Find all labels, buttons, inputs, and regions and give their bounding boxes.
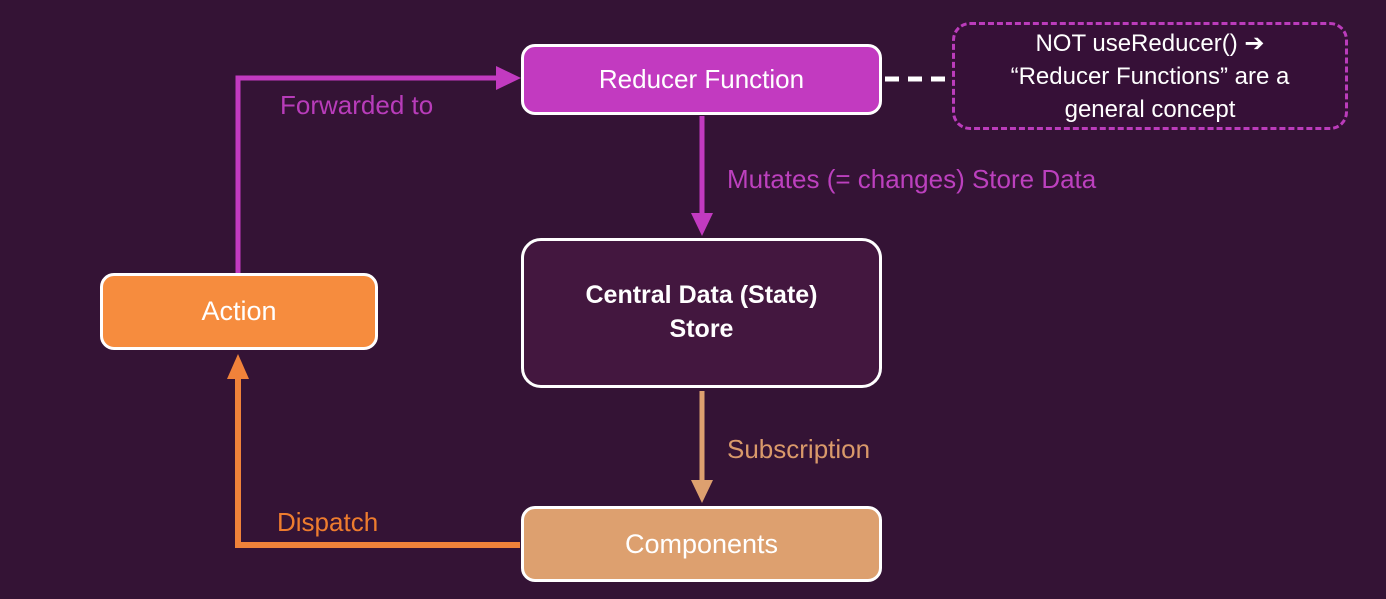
components-label: Components: [624, 528, 779, 559]
action-node: Action: [100, 273, 378, 350]
action-label: Action: [201, 296, 277, 326]
central-data-store-label: Central Data (State) Store: [585, 281, 818, 343]
central-data-store-node: Central Data (State) Store: [521, 238, 882, 388]
mutates-store-data-label: Mutates (= changes) Store Data: [727, 164, 1097, 194]
dispatch-arrowhead: [227, 354, 249, 379]
components-node: Components: [521, 506, 882, 582]
forwarded-to-arrowhead: [496, 66, 521, 90]
mutates-arrowhead: [691, 213, 713, 236]
annotation-line-2: “Reducer Functions” are a: [1010, 62, 1290, 90]
not-usereducer-annotation: NOT useReducer() ➔ “Reducer Functions” a…: [952, 22, 1348, 130]
annotation-line-1: NOT useReducer() ➔: [1035, 29, 1265, 57]
forwarded-to-label: Forwarded to: [280, 90, 434, 120]
reducer-function-label: Reducer Function: [598, 64, 805, 94]
reducer-function-node: Reducer Function: [521, 44, 882, 115]
subscription-label: Subscription: [727, 434, 871, 464]
annotation-line-3: general concept: [1064, 95, 1236, 123]
subscription-arrowhead: [691, 480, 713, 503]
dispatch-label: Dispatch: [277, 507, 379, 537]
